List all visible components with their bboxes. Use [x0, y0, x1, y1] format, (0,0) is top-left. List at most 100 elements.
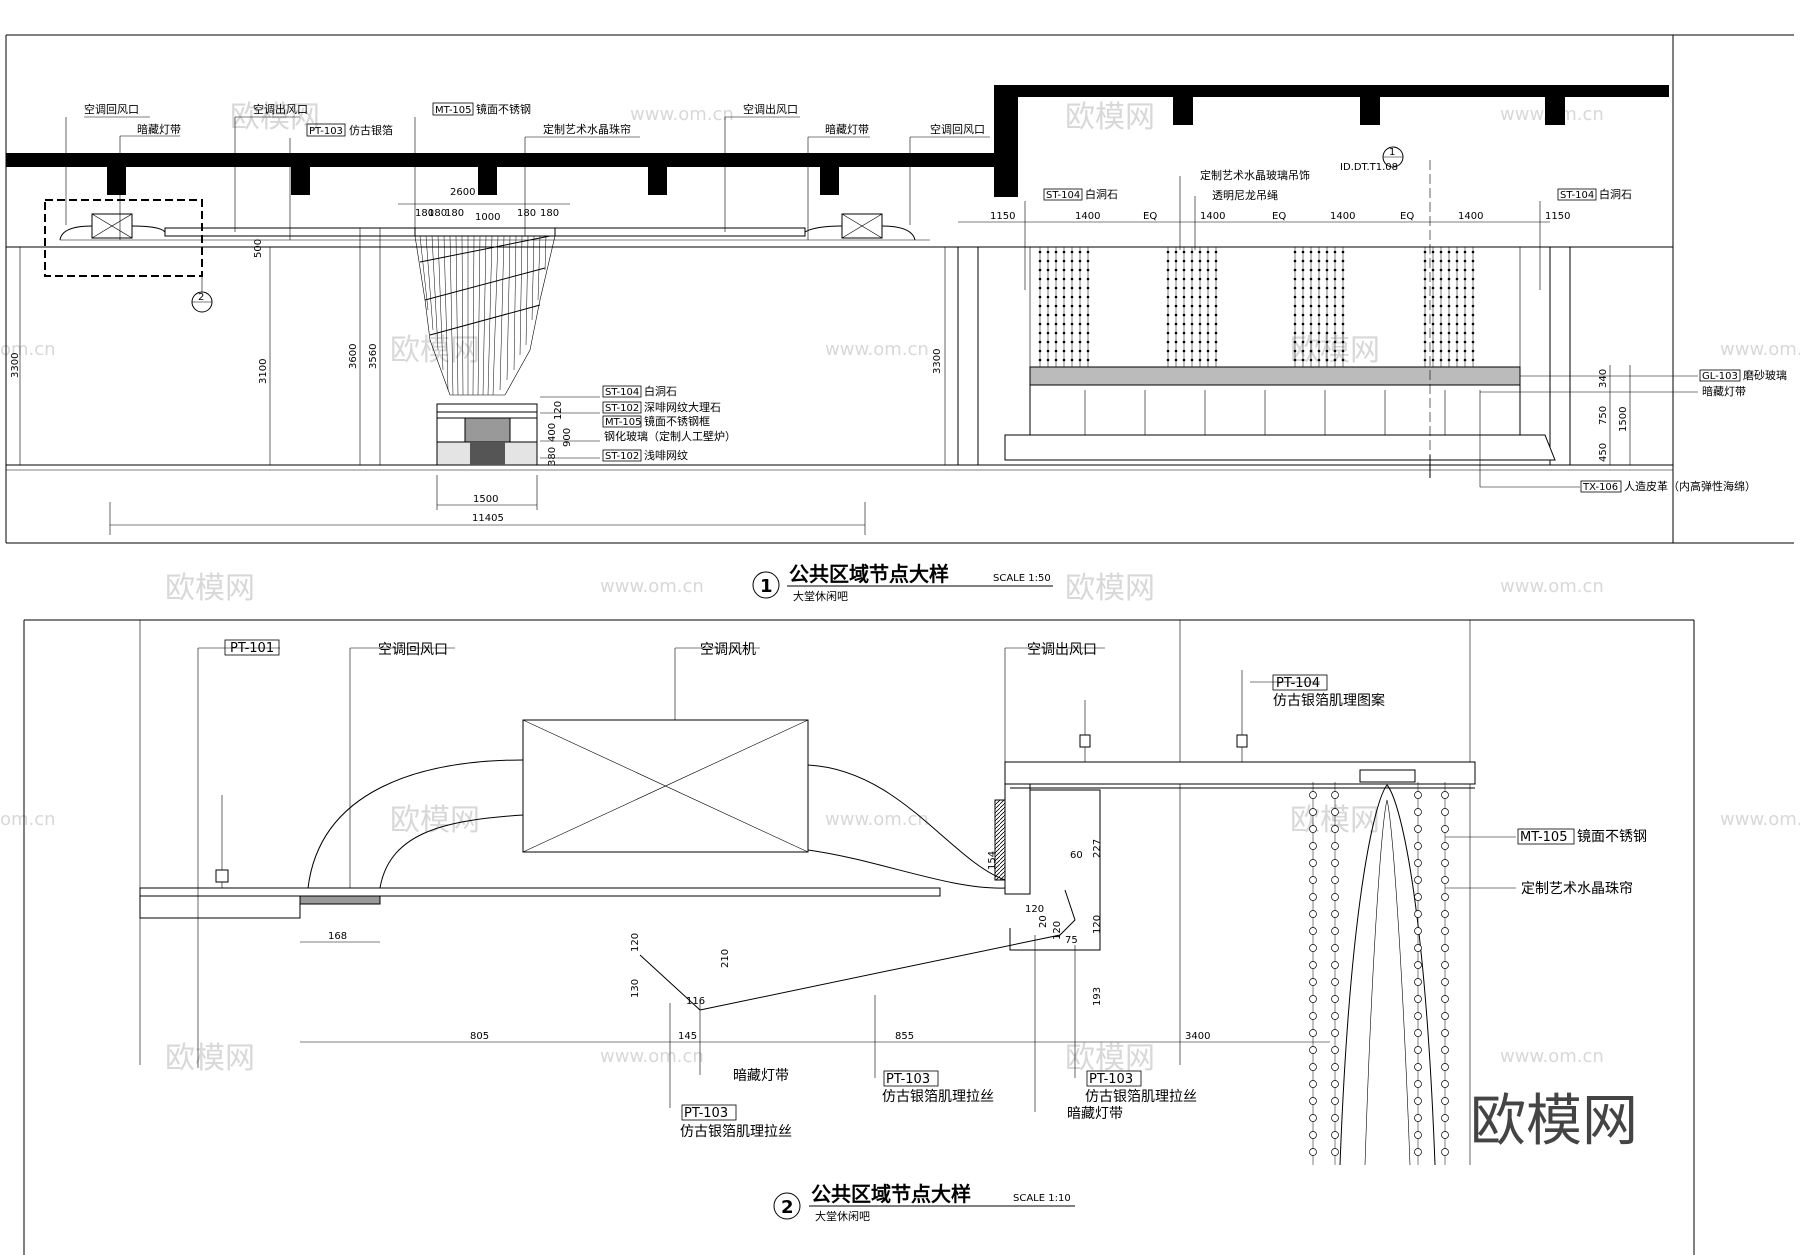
label-pt104: 仿古银箔肌理图案	[1273, 692, 1385, 709]
crystal-bead	[1325, 358, 1329, 362]
crystal-bead	[1341, 313, 1345, 317]
crystal-bead	[1182, 286, 1186, 290]
crystal-bead-strands	[1309, 782, 1449, 1165]
crystal-bead	[1331, 1063, 1339, 1071]
crystal-bead	[1062, 340, 1066, 344]
crystal-chandelier	[414, 227, 556, 396]
crystal-bead	[1423, 331, 1427, 335]
crystal-bead	[1441, 927, 1449, 935]
crystal-bead	[1070, 277, 1074, 281]
label-st104-a: 白洞石	[644, 384, 677, 398]
beam	[820, 167, 839, 195]
label-pt103-a: 仿古银箔肌理拉丝	[680, 1124, 792, 1140]
crystal-bead	[1198, 340, 1202, 344]
dim-130: 130	[630, 979, 641, 998]
label-hidden-light-right: 暗藏灯带	[825, 122, 869, 136]
crystal-bead	[1309, 791, 1317, 799]
dim-380: 380	[547, 447, 558, 466]
crystal-bead	[1301, 358, 1305, 362]
chandelier-canopy	[414, 227, 556, 237]
crystal-bead	[1198, 349, 1202, 353]
crystal-bead	[1455, 277, 1459, 281]
cove-lip	[639, 954, 701, 1011]
watermark-url: www.om.cn	[1720, 809, 1800, 830]
tag-st104-r: ST-104	[1560, 190, 1594, 201]
crystal-bead	[1038, 304, 1042, 308]
crystal-bead	[1062, 322, 1066, 326]
crystal-bead	[1331, 1097, 1339, 1105]
crystal-bead	[1441, 825, 1449, 833]
hanger-clip	[1236, 734, 1248, 748]
material-tag	[1580, 480, 1622, 493]
crystal-bead	[1214, 295, 1218, 299]
chandelier-outline	[414, 235, 556, 396]
dim-11405: 11405	[472, 513, 504, 524]
crystal-bead	[1455, 295, 1459, 299]
crystal-bead	[1423, 340, 1427, 344]
dim-120: 120	[1092, 915, 1103, 934]
crystal-bead	[1471, 349, 1475, 353]
tag-pt103: PT-103	[309, 126, 343, 137]
material-tag	[883, 1070, 939, 1087]
label-nylon-rope: 透明尼龙吊绳	[1212, 188, 1278, 202]
crystal-bead	[1046, 286, 1050, 290]
crystal-bead	[1309, 825, 1317, 833]
crystal-bead	[1309, 1114, 1317, 1122]
crystal-bead	[1174, 295, 1178, 299]
crystal-strands-columns	[1038, 247, 1475, 367]
crystal-bead	[1463, 277, 1467, 281]
crystal-bead	[1206, 358, 1210, 362]
crystal-bead	[1038, 358, 1042, 362]
crystal-bead	[1471, 286, 1475, 290]
crystal-bead	[1198, 322, 1202, 326]
crystal-bead	[1206, 250, 1210, 254]
crystal-bead	[1441, 1046, 1449, 1054]
crystal-bead	[1463, 349, 1467, 353]
supply-duct-bottom	[807, 849, 1006, 889]
watermark-url: www.om.cn	[1500, 1046, 1604, 1067]
crystal-bead	[1301, 268, 1305, 272]
crystal-bead	[1325, 340, 1329, 344]
crystal-bead	[1439, 268, 1443, 272]
drawing-2-labels: PT-101 空调回风口 空调风机 空调出风口 PT-104 仿古银箔肌理图案 …	[197, 639, 1647, 1140]
crystal-bead	[1070, 331, 1074, 335]
crystal-bead	[1198, 250, 1202, 254]
label-supply-air: 空调出风口	[1027, 642, 1097, 658]
crystal-bead	[1166, 277, 1170, 281]
watermark-url: www.om.cn	[630, 104, 734, 125]
crystal-bead	[1078, 250, 1082, 254]
crystal-bead	[1441, 876, 1449, 884]
dim-eq: EQ	[1272, 211, 1286, 222]
crystal-bead	[1086, 277, 1090, 281]
crystal-bead	[1317, 268, 1321, 272]
ceiling-slab-left	[6, 153, 996, 167]
crystal-bead	[1471, 313, 1475, 317]
watermark-layer: 欧模网 www.om.cn 欧模网 www.om.cn om.cn 欧模网 ww…	[0, 100, 1800, 1076]
crystal-bead	[1166, 331, 1170, 335]
crystal-bead	[1070, 304, 1074, 308]
crystal-bead	[1214, 313, 1218, 317]
crystal-bead	[1455, 250, 1459, 254]
crystal-bead	[1325, 268, 1329, 272]
crystal-bead	[1317, 250, 1321, 254]
crystal-bead	[1038, 331, 1042, 335]
tag-st104-a: ST-104	[605, 387, 639, 398]
crystal-bead	[1309, 1080, 1317, 1088]
crystal-bead	[1333, 331, 1337, 335]
crystal-bead	[1190, 268, 1194, 272]
beam	[478, 167, 497, 195]
crystal-bead	[1317, 295, 1321, 299]
label-return-air-right: 空调回风口	[930, 122, 985, 136]
beam	[1545, 97, 1565, 125]
return-duct-inner	[379, 814, 524, 889]
crystal-bead	[1309, 286, 1313, 290]
dim-3300: 3300	[10, 353, 21, 378]
crystal-bead	[1439, 304, 1443, 308]
crystal-bead	[1301, 277, 1305, 281]
crystal-bead	[1439, 331, 1443, 335]
crystal-bead	[1054, 349, 1058, 353]
crystal-bead	[1441, 1097, 1449, 1105]
crystal-bead	[1070, 313, 1074, 317]
crystal-bead	[1331, 1131, 1339, 1139]
drawing-2-dimensions: 168 154 60 227 120 20 120 120 75 193 210…	[300, 839, 1330, 1043]
